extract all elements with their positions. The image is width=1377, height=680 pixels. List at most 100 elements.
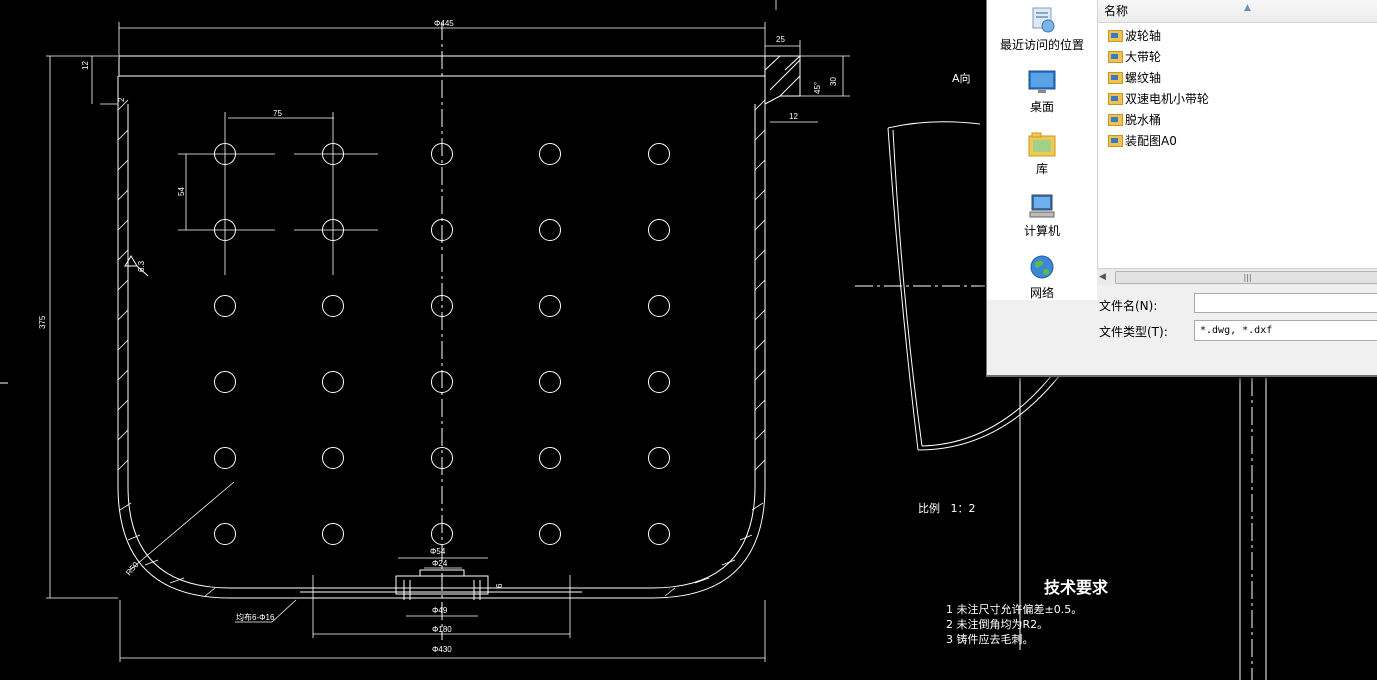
- drain-hole: [539, 219, 561, 241]
- hole-note: 均布6-Φ16: [236, 612, 275, 622]
- open-file-dialog: 最近访问的位置 桌面 库 计算机: [986, 0, 1377, 377]
- computer-icon: [1029, 194, 1055, 218]
- drain-hole: [214, 295, 236, 317]
- place-label: 网络: [1029, 286, 1054, 300]
- scrollbar-thumb[interactable]: |||: [1115, 271, 1377, 284]
- requirement-item: 2 未注倒角均为R2。: [946, 618, 1049, 631]
- drain-hole: [322, 143, 344, 165]
- requirements-title: 技术要求: [1044, 578, 1109, 597]
- lip-profile: [764, 55, 801, 105]
- place-label: 计算机: [1023, 224, 1060, 238]
- filename-input[interactable]: [1194, 293, 1377, 313]
- list-item[interactable]: 螺纹轴: [1098, 68, 1377, 89]
- dim-rim-offset: 25: [776, 35, 785, 44]
- drain-hole: [431, 295, 453, 317]
- roughness-symbol: [124, 255, 149, 277]
- list-item[interactable]: 脱水桶: [1098, 110, 1377, 131]
- drain-hole: [431, 447, 453, 469]
- dim-base-d1: Φ54: [430, 547, 446, 556]
- scroll-left-icon[interactable]: ◀: [1099, 272, 1106, 282]
- drum-outer-wall: [117, 76, 766, 599]
- requirement-item: 3 铸件应去毛刺。: [946, 633, 1034, 646]
- drain-hole: [322, 523, 344, 545]
- drain-hole: [431, 371, 453, 393]
- file-name: 螺纹轴: [1125, 71, 1162, 85]
- drain-hole: [648, 447, 670, 469]
- filetype-select[interactable]: *.dwg, *.dxf: [1194, 320, 1377, 341]
- dimension-lines: [46, 0, 850, 662]
- drain-hole: [322, 371, 344, 393]
- place-library[interactable]: 库: [987, 126, 1097, 184]
- drain-hole: [431, 219, 453, 241]
- dwg-file-icon: [1108, 30, 1123, 42]
- drain-hole: [322, 219, 344, 241]
- drain-hole: [539, 143, 561, 165]
- requirement-item: 1 未注尺寸允许偏差±0.5。: [946, 603, 1083, 616]
- drain-hole: [214, 447, 236, 469]
- file-name: 脱水桶: [1125, 113, 1162, 127]
- dim-base-d5: Φ430: [432, 645, 452, 654]
- drain-hole: [539, 295, 561, 317]
- place-recent[interactable]: 最近访问的位置: [987, 2, 1097, 60]
- file-name: 装配图A0: [1125, 134, 1177, 148]
- list-item[interactable]: 双速电机小带轮: [1098, 89, 1377, 110]
- dim-hole-pitch-x: 75: [273, 109, 282, 118]
- column-header-label: 名称: [1104, 4, 1129, 18]
- dim-hole-pitch-y: 54: [177, 187, 186, 196]
- dim-wall-step: 2: [117, 97, 126, 102]
- dwg-file-icon: [1108, 135, 1123, 147]
- view-label: A向: [952, 72, 971, 85]
- file-list[interactable]: 名称 ▲ 波轮轴 大带轮 螺纹轴 双速电机小带轮 脱水桶 装配图A0: [1097, 0, 1377, 268]
- drain-hole: [648, 219, 670, 241]
- dim-lip-inner: 12: [789, 112, 798, 121]
- filetype-label: 文件类型(T):: [1099, 325, 1168, 339]
- drain-hole: [539, 371, 561, 393]
- scale-value: 1：2: [950, 502, 976, 515]
- drain-hole: [648, 523, 670, 545]
- file-name: 波轮轴: [1125, 29, 1162, 43]
- dwg-file-icon: [1108, 72, 1123, 84]
- network-icon: [1030, 255, 1054, 279]
- place-label: 库: [1035, 162, 1048, 176]
- dwg-file-icon: [1108, 93, 1123, 105]
- list-item[interactable]: 波轮轴: [1098, 26, 1377, 47]
- filename-label: 文件名(N):: [1099, 299, 1158, 313]
- drain-hole: [431, 523, 453, 545]
- recent-places-icon: [1032, 7, 1055, 33]
- list-item[interactable]: 装配图A0: [1098, 131, 1377, 152]
- dim-rim-height: 12: [81, 61, 90, 70]
- dim-corner-radius: R50: [124, 560, 141, 577]
- list-item[interactable]: 大带轮: [1098, 47, 1377, 68]
- file-name: 大带轮: [1125, 50, 1162, 64]
- library-icon: [1028, 132, 1056, 157]
- place-network[interactable]: 网络: [987, 250, 1097, 308]
- sort-up-icon: ▲: [1244, 3, 1251, 13]
- wall-hatch-right: [664, 99, 766, 597]
- drain-hole: [214, 371, 236, 393]
- place-desktop[interactable]: 桌面: [987, 64, 1097, 122]
- drain-hole: [539, 523, 561, 545]
- desktop-icon: [1028, 70, 1056, 93]
- a-view-profile: [855, 121, 1061, 451]
- drain-hole: [322, 447, 344, 469]
- column-header-name[interactable]: 名称 ▲: [1098, 0, 1377, 23]
- dim-overall-height: 375: [38, 315, 47, 329]
- drum-base: [230, 569, 652, 600]
- dim-base-d2: Φ24: [432, 559, 448, 568]
- drain-hole: [214, 523, 236, 545]
- wall-hatch-left: [117, 99, 216, 597]
- dim-lip-angle: 45°: [813, 82, 822, 94]
- drain-hole: [648, 295, 670, 317]
- hole-centerlines: [178, 112, 378, 275]
- place-label: 最近访问的位置: [999, 38, 1084, 52]
- horizontal-scrollbar[interactable]: ◀ |||: [1097, 268, 1377, 285]
- drain-hole: [648, 143, 670, 165]
- drain-hole: [214, 143, 236, 165]
- roughness-value: 6.3: [137, 260, 146, 272]
- drain-hole: [648, 371, 670, 393]
- dim-top-width: Φ445: [434, 19, 454, 28]
- scale-note: 比例 1：2: [918, 500, 976, 516]
- place-computer[interactable]: 计算机: [987, 188, 1097, 246]
- drain-hole: [322, 295, 344, 317]
